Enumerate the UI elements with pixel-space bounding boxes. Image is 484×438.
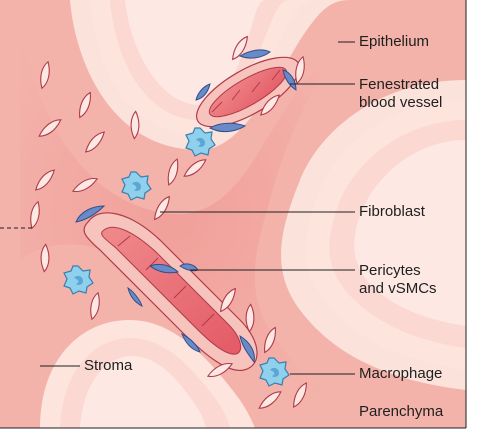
label-macrophage: Macrophage bbox=[359, 365, 442, 383]
label-pericytes-line1: Pericytes bbox=[359, 262, 437, 280]
label-pericytes-line2: and vSMCs bbox=[359, 280, 437, 298]
label-fibroblast: Fibroblast bbox=[359, 203, 425, 221]
label-pericytes: Pericytes and vSMCs bbox=[359, 262, 437, 298]
label-fenestrated-blood-vessel: Fenestrated blood vessel bbox=[359, 76, 442, 112]
label-parenchyma: Parenchyma bbox=[359, 403, 443, 421]
label-fenestrated-line1: Fenestrated bbox=[359, 76, 442, 94]
label-epithelium: Epithelium bbox=[359, 33, 429, 51]
label-fenestrated-line2: blood vessel bbox=[359, 94, 442, 112]
label-stroma: Stroma bbox=[84, 357, 132, 375]
